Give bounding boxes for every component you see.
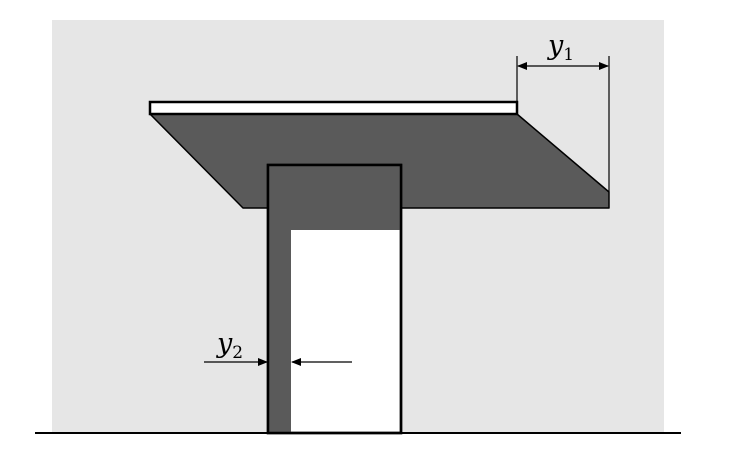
y1-label: y1 [547, 30, 574, 65]
slab-top-edge [148, 100, 519, 116]
column-head-projection [269, 166, 400, 432]
y2-label: y2 [216, 328, 243, 363]
